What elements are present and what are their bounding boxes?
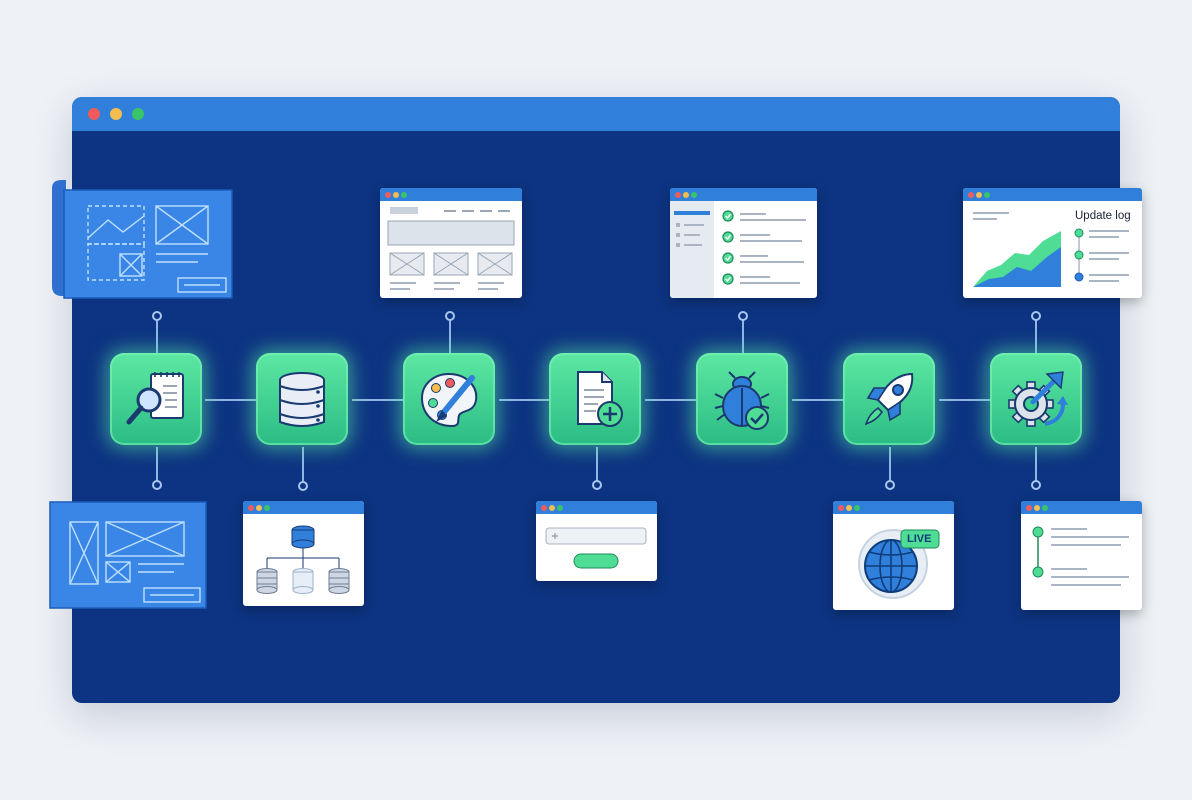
minimize-dot[interactable] <box>110 108 122 120</box>
step-testing[interactable] <box>696 353 788 445</box>
rocket-launch-icon <box>864 372 914 426</box>
step-research[interactable] <box>110 353 202 445</box>
maximize-dot[interactable] <box>132 108 144 120</box>
window-titlebar <box>72 97 1120 131</box>
card-form-input <box>536 501 657 581</box>
design-palette-icon <box>420 372 478 428</box>
close-dot[interactable] <box>88 108 100 120</box>
step-maintenance[interactable] <box>990 353 1082 445</box>
step-database[interactable] <box>256 353 348 445</box>
step-design[interactable] <box>403 353 495 445</box>
card-design-wireframe <box>380 188 522 298</box>
bug-check-icon <box>714 371 770 430</box>
step-documentation[interactable] <box>549 353 641 445</box>
update-log-title: Update log <box>1075 210 1131 222</box>
step-launch[interactable] <box>843 353 935 445</box>
new-document-icon <box>577 371 623 427</box>
card-live-globe: LIVE <box>833 501 954 610</box>
card-release-timeline <box>1021 501 1142 610</box>
research-document-icon <box>126 372 184 425</box>
card-test-checklist <box>670 188 817 298</box>
gear-growth-icon <box>1008 371 1068 427</box>
card-database-tree <box>243 501 364 606</box>
database-icon <box>279 372 325 427</box>
live-badge: LIVE <box>907 533 932 545</box>
wireframe-blueprint-top <box>48 178 234 305</box>
wireframe-blueprint-bottom <box>48 500 208 615</box>
card-update-log: Update log <box>963 188 1142 298</box>
